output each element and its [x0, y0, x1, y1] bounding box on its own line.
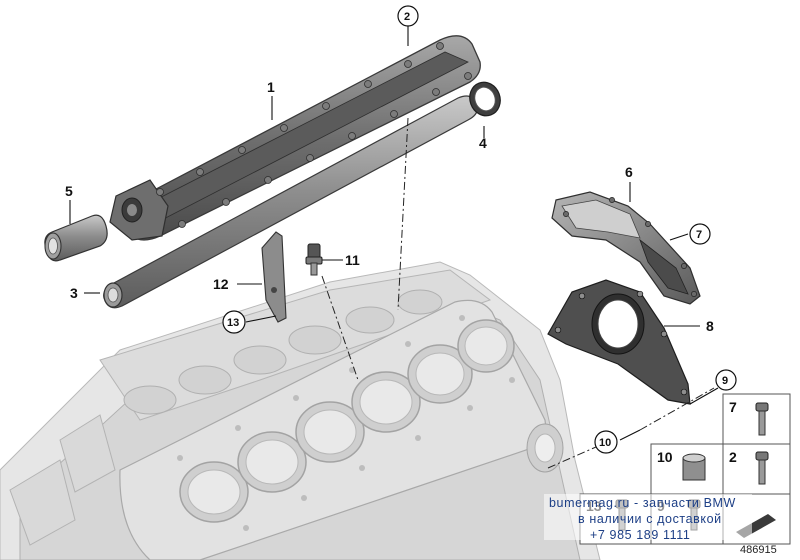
bolt-icon — [755, 402, 769, 436]
callout-6[interactable]: 6 — [625, 164, 633, 180]
callout-1[interactable]: 1 — [267, 79, 275, 95]
callout-2[interactable]: 2 — [404, 11, 410, 23]
callout-circle-10 — [594, 430, 618, 454]
callout-circle-7 — [689, 223, 711, 245]
callout-13[interactable]: 13 — [227, 317, 239, 329]
engine-block — [0, 261, 601, 560]
callout-7[interactable]: 7 — [696, 229, 702, 241]
callout-12[interactable]: 12 — [213, 276, 229, 292]
callout-11[interactable]: 11 — [345, 252, 360, 268]
watermark-line-3: +7 985 189 1111 — [590, 528, 690, 542]
dowel-sleeve-icon — [682, 453, 706, 481]
table-label-7: 7 — [729, 399, 737, 415]
table-label-2: 2 — [729, 449, 737, 465]
callouts: 1 2 3 4 5 6 7 8 9 10 11 12 13 — [65, 5, 737, 454]
diagram-id: 486915 — [740, 544, 777, 556]
part-11-sensor[interactable] — [305, 243, 323, 276]
watermark-line-1: bumermag.ru - запчасти BMW — [549, 496, 736, 510]
part-12-bracket[interactable] — [261, 231, 287, 323]
bolt-icon — [755, 451, 769, 485]
watermark: bumermag.ru - запчасти BMW в наличии с д… — [544, 494, 752, 542]
callout-9[interactable]: 9 — [722, 375, 728, 387]
table-label-10: 10 — [657, 449, 673, 465]
watermark-line-2: в наличии с доставкой — [578, 512, 722, 526]
leader-lines — [69, 26, 719, 441]
callout-3[interactable]: 3 — [70, 285, 78, 301]
assembly-lines — [321, 117, 715, 469]
callout-circle-2 — [397, 5, 419, 27]
callout-10[interactable]: 10 — [599, 437, 611, 449]
callout-5[interactable]: 5 — [65, 183, 73, 199]
callout-4[interactable]: 4 — [479, 135, 487, 151]
callout-circle-13 — [222, 310, 246, 334]
callout-8[interactable]: 8 — [706, 318, 714, 334]
part-2-vent-cover[interactable] — [109, 35, 481, 241]
part-4-seal-ring[interactable] — [465, 78, 505, 120]
callout-circle-9 — [715, 369, 737, 391]
part-6-cover[interactable] — [551, 191, 701, 305]
part-8-seal-housing[interactable] — [547, 279, 691, 405]
part-5-sleeve[interactable] — [44, 214, 108, 262]
